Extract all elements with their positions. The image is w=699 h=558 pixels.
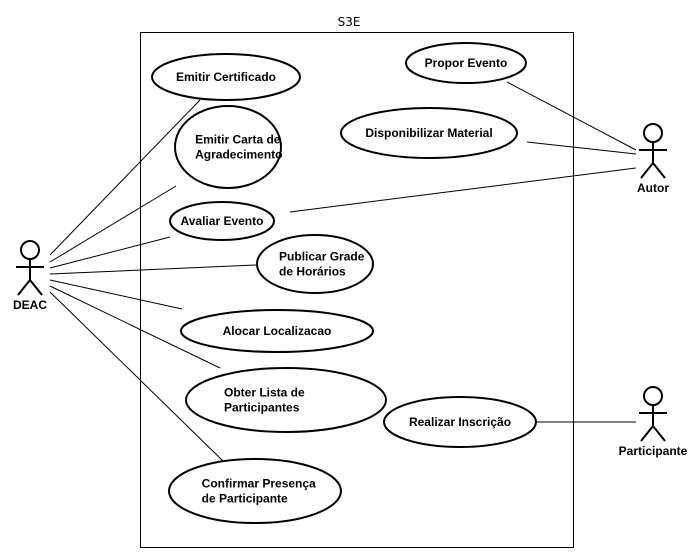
actor-head-icon	[643, 123, 663, 143]
use-case-alocar-localizacao[interactable]: Alocar Localizacao	[180, 309, 374, 353]
use-case-label: de Horários	[279, 265, 346, 279]
use-case-label: Agradecimento	[195, 148, 282, 162]
use-case-ellipse[interactable]	[151, 53, 301, 101]
use-case-disponibilizar-material[interactable]: Disponibilizar Material	[340, 107, 518, 159]
association-autor-avaliar-evento	[289, 167, 637, 213]
actor-right-leg-icon	[652, 425, 666, 442]
actor-left-leg-icon	[17, 279, 31, 296]
associations	[49, 81, 637, 462]
association-deac-confirmar-presenca	[49, 291, 224, 462]
use-case-propor-evento[interactable]: Propor Evento	[405, 42, 527, 84]
use-case-label: Obter Lista de	[224, 386, 305, 400]
use-case-ellipse[interactable]	[383, 396, 537, 448]
use-case-label: Emitir Certificado	[176, 70, 276, 84]
system-boundary	[140, 32, 574, 548]
use-case-ellipse[interactable]	[168, 458, 342, 524]
use-case-label: Alocar Localizacao	[223, 324, 332, 338]
use-case-ellipse[interactable]	[174, 105, 282, 189]
use-case-ellipse[interactable]	[256, 234, 374, 294]
actor-label: DEAC	[13, 298, 47, 312]
use-case-label: Disponibilizar Material	[365, 126, 492, 140]
use-case-label: Publicar Grade	[279, 250, 365, 264]
actor-right-leg-icon	[29, 279, 43, 296]
actor-label: Participante	[619, 444, 688, 458]
use-case-avaliar-evento[interactable]: Avaliar Evento	[169, 201, 275, 241]
use-case-realizar-inscricao[interactable]: Realizar Inscrição	[383, 396, 537, 448]
actor-deac[interactable]: DEAC	[13, 240, 47, 312]
actor-left-leg-icon	[640, 162, 654, 179]
use-case-ellipse[interactable]	[340, 107, 518, 159]
actor-head-icon	[20, 240, 40, 260]
use-case-label: Emitir Carta de	[195, 133, 281, 147]
use-case-label: Confirmar Presença	[202, 477, 316, 491]
association-autor-propor-evento	[506, 81, 637, 151]
actor-left-leg-icon	[640, 425, 654, 442]
association-autor-disponibilizar-material	[526, 141, 637, 155]
association-deac-obter-lista	[49, 285, 221, 369]
association-deac-emitir-carta	[49, 185, 177, 263]
use-case-emitir-certificado[interactable]: Emitir Certificado	[151, 53, 301, 101]
actor-right-leg-icon	[652, 162, 666, 179]
use-case-label: Propor Evento	[425, 56, 508, 70]
association-deac-publicar-grade	[49, 264, 257, 275]
use-case-ellipse[interactable]	[169, 201, 275, 241]
actor-participante[interactable]: Participante	[619, 386, 688, 458]
use-case-ellipse[interactable]	[180, 309, 374, 353]
use-case-ellipse[interactable]	[405, 42, 527, 84]
actor-label: Autor	[637, 181, 669, 195]
actor-autor[interactable]: Autor	[637, 123, 669, 195]
use-case-ellipse[interactable]	[185, 367, 387, 433]
actor-head-icon	[643, 386, 663, 406]
association-deac-avaliar-evento	[49, 236, 171, 269]
association-deac-emitir-certificado	[49, 99, 201, 256]
use-case-label: Avaliar Evento	[181, 214, 264, 228]
system-name: S3E	[338, 15, 361, 29]
association-deac-alocar-localizacao	[49, 279, 183, 310]
use-case-label: de Participante	[202, 492, 288, 506]
use-case-label: Realizar Inscrição	[409, 415, 511, 429]
use-case-label: Participantes	[224, 401, 300, 415]
